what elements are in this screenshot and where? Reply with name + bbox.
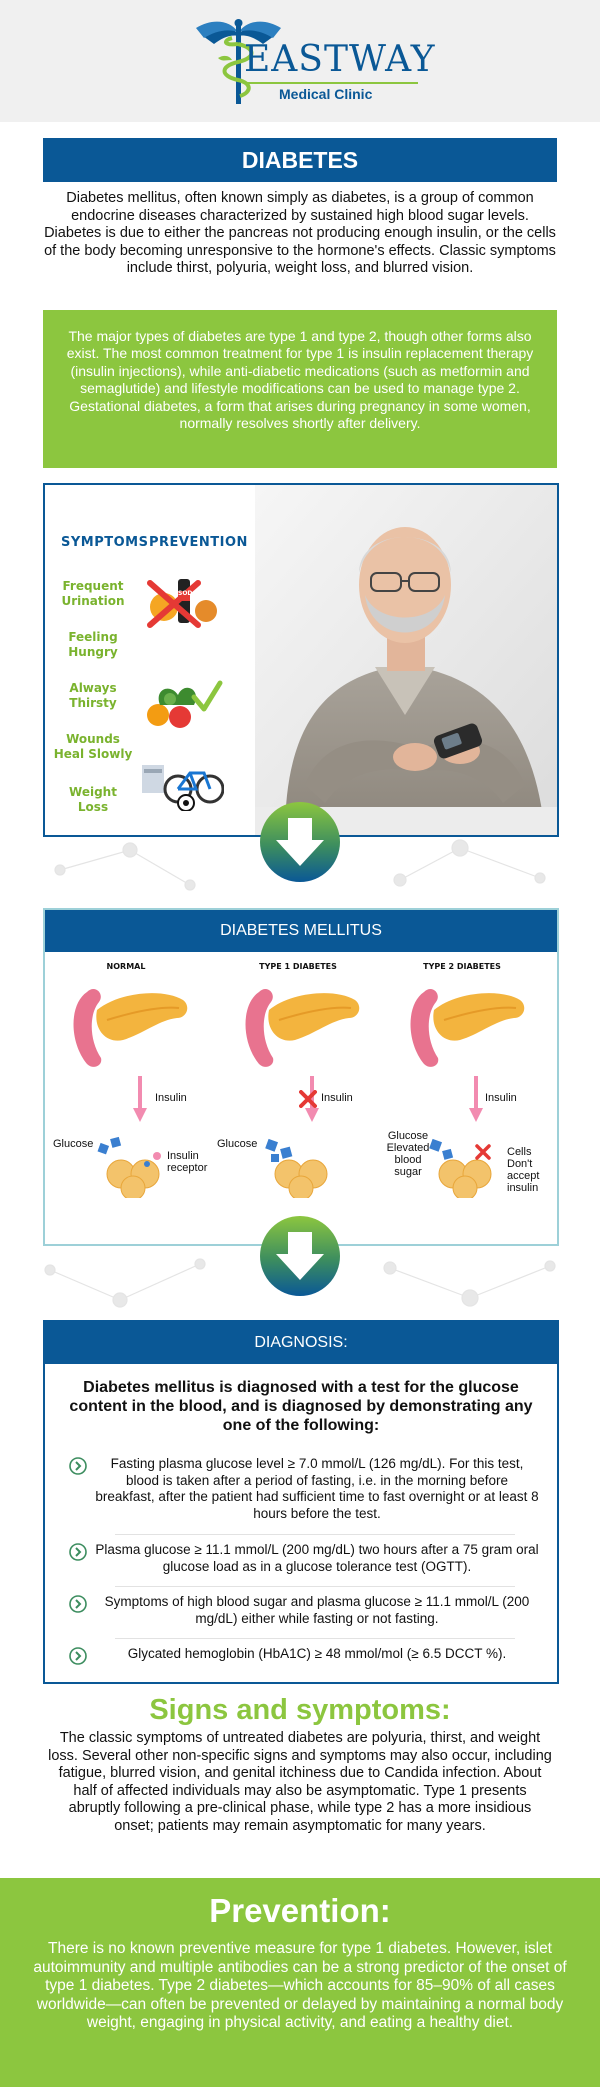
pancreas-icon-type1 [245, 989, 360, 1067]
diagnosis-item-hba1c: Glycated hemoglobin (HbA1C) ≥ 48 mmol/mo… [69, 1646, 539, 1666]
molecule-network-decoration-1 [54, 839, 546, 891]
junk-food-cross-icon [147, 579, 217, 628]
signs-symptoms-heading: Signs and symptoms: [149, 1694, 451, 1726]
diagnosis-lead-text: Diabetes mellitus is diagnosed with a te… [69, 1379, 533, 1434]
diagnosis-panel: DIAGNOSIS: Diabetes mellitus is diagnose… [43, 1320, 559, 1684]
chevron-right-icon [69, 1543, 87, 1561]
glucose-elevated-label: Glucose Elevated blood sugar [386, 1130, 430, 1178]
exercise-bike-icon [142, 765, 224, 811]
cells-icon-normal [97, 1136, 161, 1198]
divider [115, 1534, 515, 1535]
column-title-type1: TYPE 1 DIABETES [259, 962, 337, 971]
diagnosis-item-text: Glycated hemoglobin (HbA1C) ≥ 48 mmol/mo… [127, 1646, 507, 1661]
symptoms-prevention-panel: SYMPTOMS PREVENTION Frequent Urination F… [43, 483, 559, 837]
prevention-text: There is no known preventive measure for… [33, 1940, 567, 2032]
insulin-label-type2: Insulin [485, 1092, 517, 1104]
pancreas-icon-type2 [410, 989, 525, 1067]
man-testing-glucose-photo [255, 485, 557, 835]
caduceus-icon [196, 19, 281, 104]
symptom-weight-loss: Weight Loss [69, 785, 117, 814]
cells-dont-accept-label: Cells Don't accept insulin [507, 1146, 540, 1194]
brand-name: EASTWAY [244, 39, 436, 80]
no-insulin-x-icon [299, 1090, 317, 1108]
symptom-frequent-urination: Frequent Urination [61, 579, 125, 608]
symptom-wounds-heal-slowly: Wounds Heal Slowly [53, 732, 133, 761]
divider [115, 1586, 515, 1587]
glucose-label-normal: Glucose [53, 1138, 94, 1150]
healthy-food-check-icon [147, 680, 223, 728]
cells-icon-type2 [429, 1138, 492, 1198]
glucose-label-type1: Glucose [217, 1138, 258, 1150]
symptoms-heading: SYMPTOMS [61, 535, 149, 550]
chevron-right-icon [69, 1647, 87, 1665]
insulin-label-normal: Insulin [155, 1092, 187, 1104]
prevention-section: Prevention: There is no known preventive… [0, 1878, 600, 2087]
insulin-receptor-label: Insulin receptor [167, 1150, 208, 1174]
diabetes-types-box: The major types of diabetes are type 1 a… [43, 310, 557, 468]
molecule-network-decoration-2 [44, 1258, 556, 1308]
diagnosis-item-text: Symptoms of high blood sugar and plasma … [104, 1594, 530, 1626]
section-title-diabetes: DIABETES [43, 138, 557, 182]
header: EASTWAY Medical Clinic [0, 0, 600, 122]
diagnosis-item-symptoms: Symptoms of high blood sugar and plasma … [69, 1594, 539, 1630]
column-title-normal: NORMAL [106, 962, 146, 971]
insulin-arrow-type2 [469, 1076, 483, 1122]
brand-subtitle: Medical Clinic [279, 86, 373, 102]
diagnosis-item-fasting: Fasting plasma glucose level ≥ 7.0 mmol/… [69, 1456, 539, 1526]
brand-divider [246, 82, 418, 84]
insulin-arrow-normal [133, 1076, 147, 1122]
prevention-heading: Prevention: [209, 1892, 391, 1929]
prevention-heading: PREVENTION [149, 535, 248, 550]
chevron-right-icon [69, 1595, 87, 1613]
diabetes-intro-text: Diabetes mellitus, often known simply as… [44, 190, 556, 277]
soda-label: SODA [178, 590, 198, 597]
signs-symptoms-text: The classic symptoms of untreated diabet… [48, 1730, 552, 1834]
down-arrow-icon-2 [260, 1216, 340, 1296]
diabetes-mellitus-heading: DIABETES MELLITUS [45, 910, 557, 952]
diabetes-types-text: The major types of diabetes are type 1 a… [66, 328, 534, 432]
symptom-feeling-hungry: Feeling Hungry [68, 630, 118, 659]
divider [115, 1638, 515, 1639]
cells-icon-type1 [265, 1138, 328, 1198]
pancreas-icon-normal [73, 989, 188, 1067]
diabetes-mellitus-panel: DIABETES MELLITUS NORMAL TYPE 1 DIABETES… [43, 908, 559, 1246]
chevron-right-icon [69, 1457, 87, 1475]
down-arrow-icon-1 [260, 802, 340, 882]
insulin-label-type1: Insulin [321, 1092, 353, 1104]
diagnosis-item-text: Fasting plasma glucose level ≥ 7.0 mmol/… [95, 1456, 539, 1521]
diagnosis-heading: DIAGNOSIS: [45, 1322, 557, 1364]
diagnosis-item-plasma: Plasma glucose ≥ 11.1 mmol/L (200 mg/dL)… [69, 1542, 539, 1578]
symptom-always-thirsty: Always Thirsty [69, 681, 117, 710]
diagnosis-item-text: Plasma glucose ≥ 11.1 mmol/L (200 mg/dL)… [95, 1542, 539, 1574]
column-title-type2: TYPE 2 DIABETES [423, 962, 501, 971]
